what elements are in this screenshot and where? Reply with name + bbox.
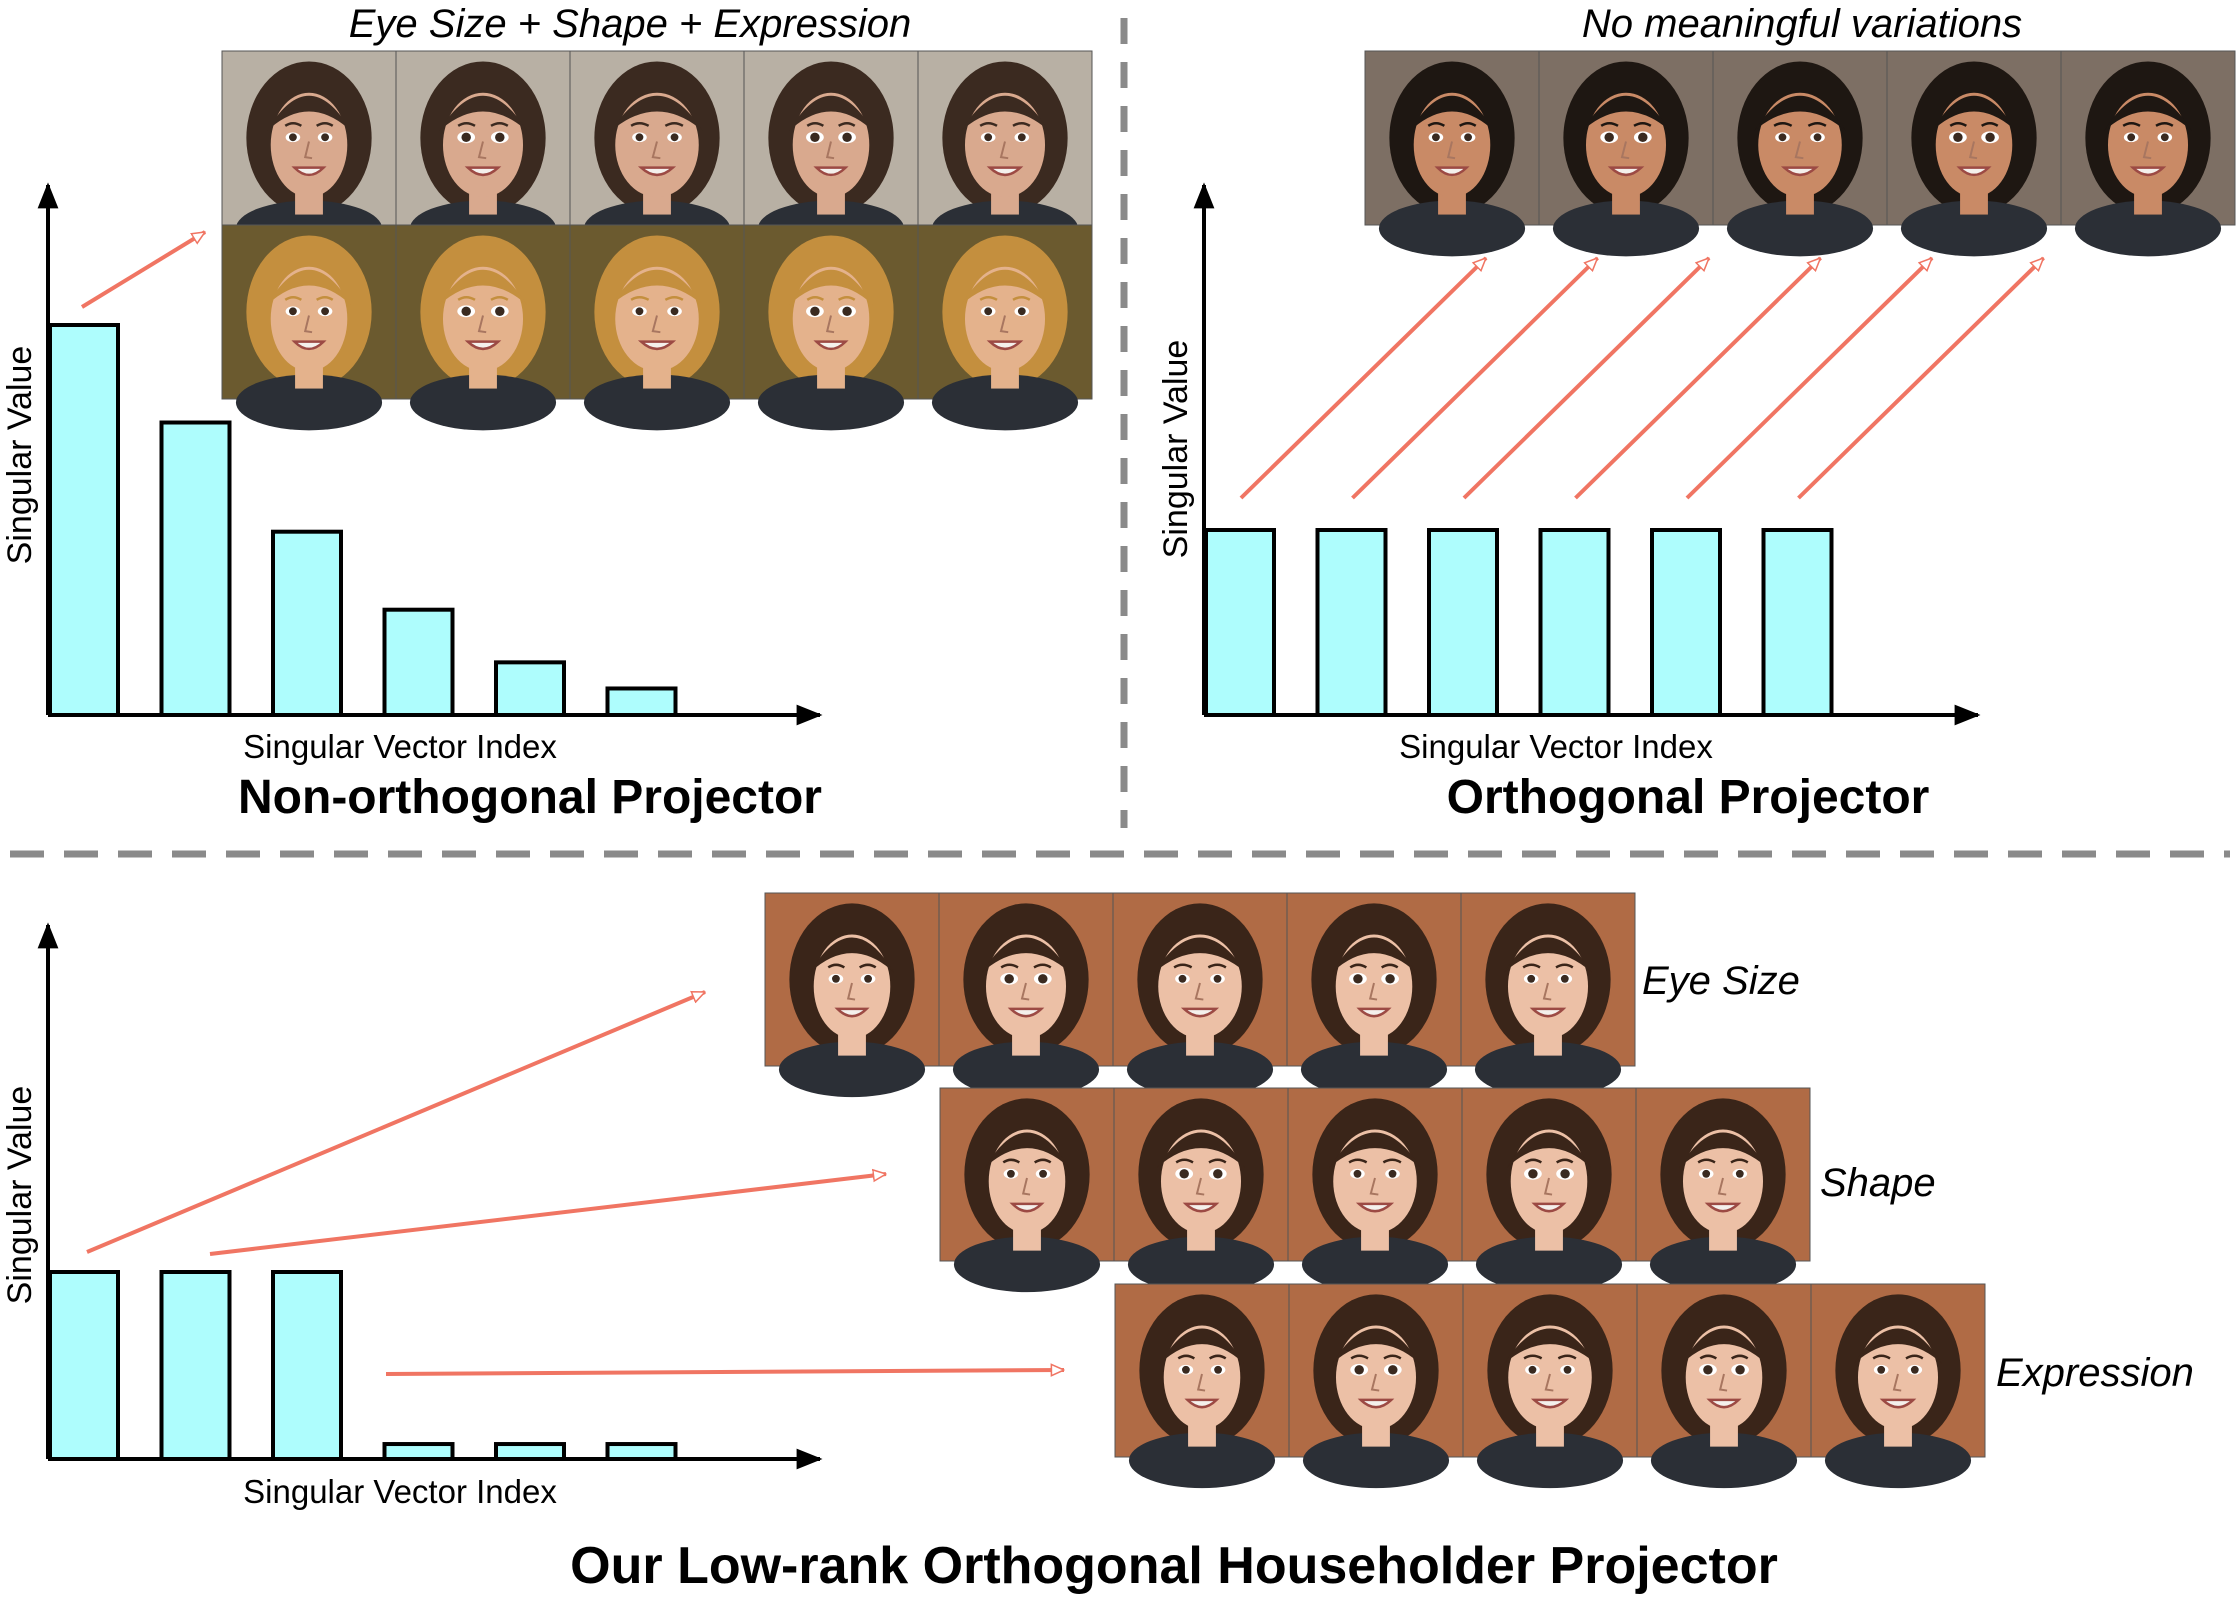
bar-group — [1204, 528, 1834, 717]
bar — [48, 1270, 120, 1461]
bar — [1761, 528, 1834, 717]
variation-arrow — [1462, 256, 1711, 500]
y-axis-label: Singular Value — [1, 1086, 39, 1305]
face-thumbnail — [1288, 1283, 1464, 1489]
non-orthogonal-panel: Singular Value Singular Vector Index Non… — [1, 2, 1093, 824]
bar — [159, 420, 232, 717]
face-thumbnail — [938, 892, 1114, 1098]
bar — [271, 529, 343, 718]
face-thumbnail — [1538, 50, 1714, 257]
face-thumbnail — [1364, 50, 1540, 257]
face-thumbnail — [1886, 50, 2062, 257]
face-thumbnail — [1114, 1283, 1290, 1489]
bar-group — [48, 323, 678, 718]
y-axis-label: Singular Value — [1157, 340, 1195, 559]
bar — [159, 1270, 232, 1461]
bar — [1204, 528, 1276, 717]
arrow-group — [1239, 256, 2045, 500]
face-thumbnail — [1112, 892, 1288, 1098]
face-thumbnail — [1636, 1283, 1812, 1489]
x-axis-label: Singular Vector Index — [243, 1473, 557, 1510]
variation-caption: No meaningful variations — [1582, 2, 2022, 46]
bar — [48, 323, 120, 717]
bar — [494, 660, 566, 717]
face-thumbnail — [1462, 1283, 1638, 1489]
face-thumbnail — [764, 892, 940, 1098]
bar — [382, 607, 455, 718]
face-thumbnail — [1635, 1087, 1811, 1293]
bar — [494, 1442, 566, 1462]
variation-arrow — [1239, 256, 1488, 500]
shape-arrow — [209, 1174, 886, 1256]
expression-arrow — [385, 1370, 1064, 1374]
bar — [1427, 528, 1499, 717]
orthogonal-panel: Singular Value Singular Vector Index Ort… — [1157, 2, 2236, 824]
bar — [605, 1442, 678, 1462]
face-thumbnail — [1460, 892, 1636, 1098]
face-grid — [1364, 50, 2236, 257]
variation-arrow — [80, 230, 205, 309]
row-label-expression: Expression — [1996, 1351, 2194, 1395]
panel-title: Orthogonal Projector — [1447, 771, 1930, 824]
face-thumbnail — [1113, 1087, 1289, 1293]
face-thumbnail — [1286, 892, 1462, 1098]
x-axis-label: Singular Vector Index — [243, 728, 557, 765]
face-thumbnail — [221, 50, 397, 257]
variation-arrow — [1351, 256, 1599, 500]
face-thumbnail — [743, 224, 919, 431]
bar — [382, 1442, 455, 1462]
householder-panel: Singular Value Singular Vector Index Our… — [1, 892, 2194, 1595]
eye-size-arrow — [86, 990, 705, 1254]
face-grid — [764, 892, 1986, 1489]
face-thumbnail — [221, 224, 397, 431]
bar — [1538, 528, 1611, 717]
variation-caption: Eye Size + Shape + Expression — [349, 2, 912, 46]
bar — [1650, 528, 1722, 717]
face-thumbnail — [1810, 1283, 1986, 1489]
face-thumbnail — [1461, 1087, 1637, 1293]
bar — [605, 686, 678, 717]
bar-group — [48, 1270, 678, 1462]
variation-arrow — [1685, 256, 1934, 500]
face-thumbnail — [917, 224, 1093, 431]
face-thumbnail — [2060, 50, 2236, 257]
face-thumbnail — [1712, 50, 1888, 257]
face-thumbnail — [939, 1087, 1115, 1293]
y-axis-label: Singular Value — [1, 346, 39, 565]
variation-arrow — [1574, 256, 1822, 500]
bar — [1315, 528, 1388, 717]
panel-title: Our Low-rank Orthogonal Householder Proj… — [570, 1537, 1778, 1595]
row-label-shape: Shape — [1820, 1161, 1936, 1205]
x-axis-label: Singular Vector Index — [1399, 728, 1713, 765]
face-thumbnail — [1287, 1087, 1463, 1293]
face-thumbnail — [569, 224, 745, 431]
variation-arrow — [1797, 256, 2045, 500]
row-label-eye-size: Eye Size — [1642, 959, 1800, 1003]
bar — [271, 1270, 343, 1461]
panel-title: Non-orthogonal Projector — [238, 771, 822, 824]
face-thumbnail — [395, 224, 571, 431]
face-grid — [221, 50, 1093, 431]
